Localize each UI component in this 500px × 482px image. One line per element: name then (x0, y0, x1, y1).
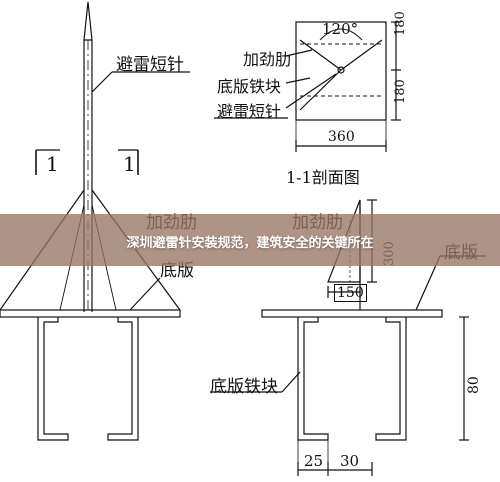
label-section-mark-left: 1 (46, 152, 59, 176)
base-plate-right (261, 309, 443, 318)
stiffener-line-3 (299, 69, 342, 111)
section-1-1 (214, 21, 401, 152)
label-dim-30: 30 (340, 452, 360, 470)
base-label-leader (129, 277, 161, 311)
channel-left (37, 317, 69, 441)
angle-arc (319, 28, 363, 41)
label-lightning-rod-section: 避雷短针 (217, 102, 282, 121)
rod-label-leader (91, 71, 113, 93)
label-stiffener-section: 加劲肋 (243, 50, 292, 69)
label-dim-360: 360 (328, 129, 355, 145)
rod-center (337, 66, 345, 74)
label-base-block-right: 底版铁块 (210, 377, 278, 397)
label-base-block-section: 底版铁块 (217, 77, 282, 96)
channel-right-right (375, 317, 407, 441)
label-section-title: 1-1剖面图 (286, 168, 360, 187)
channel-right-left (297, 317, 329, 441)
label-section-mark-right: 1 (123, 152, 136, 176)
banner-title: 深圳避雷针安装规范，建筑安全的关键所在 (126, 236, 374, 251)
label-angle: 120° (322, 20, 359, 38)
section-frame (295, 21, 387, 121)
stiffener-line-1 (299, 39, 342, 71)
label-dim-180-top: 180 (393, 11, 408, 36)
stiffener-line-2 (340, 39, 383, 71)
channel-right (107, 317, 139, 441)
label-dim-80: 80 (466, 376, 482, 394)
title-banner (0, 214, 500, 266)
label-dim-180-bottom: 180 (393, 79, 408, 104)
base-plate-main (0, 309, 181, 318)
label-dim-25: 25 (304, 452, 324, 470)
label-lightning-rod-left: 避雷短针 (116, 55, 184, 75)
label-base-plate-main: 底版 (160, 261, 194, 281)
label-dim-150: 150 (334, 284, 367, 302)
